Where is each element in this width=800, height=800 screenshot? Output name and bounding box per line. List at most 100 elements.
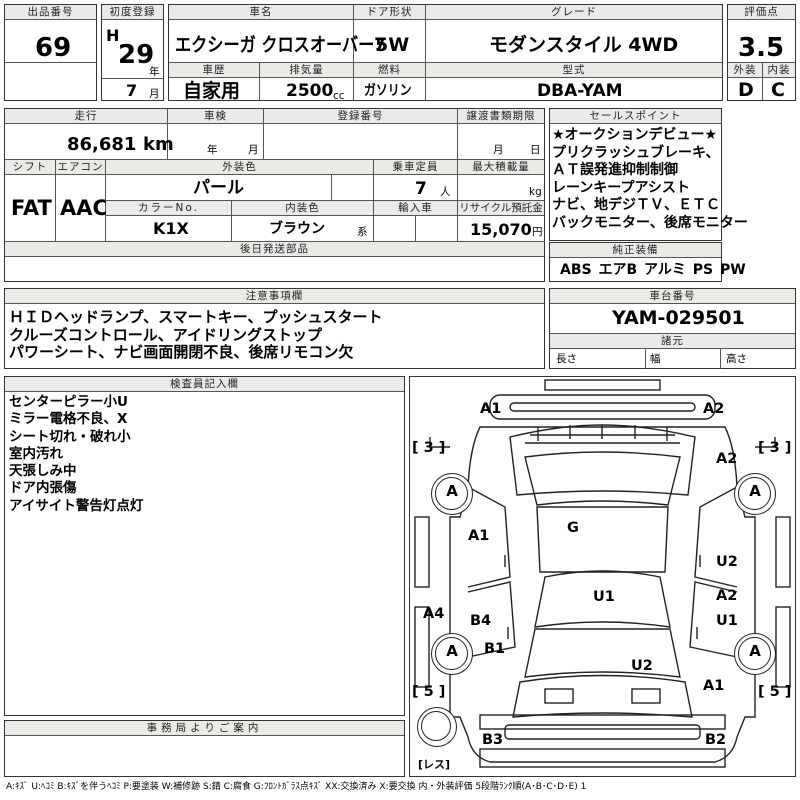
aircon-label: エアコン bbox=[55, 160, 105, 175]
note-line: パワーシート、ナビ画面開閉不良、後席リモコン欠 bbox=[9, 343, 354, 362]
equipment-item: エアB bbox=[598, 262, 638, 278]
inspector-line: 天張しみ中 bbox=[9, 463, 77, 480]
tire-rear-right: A bbox=[734, 633, 776, 675]
grade-value: モダンスタイル 4WD bbox=[489, 34, 679, 56]
inspector-line: シート切れ・破れ小 bbox=[9, 428, 131, 445]
era-value: H bbox=[106, 26, 120, 45]
car-outline-icon bbox=[414, 379, 791, 768]
capacity-value: 7 bbox=[415, 179, 427, 199]
lot-number-box: 出品番号 69 bbox=[4, 4, 97, 101]
damage-label: G bbox=[567, 520, 579, 536]
displacement-label: 排気量 bbox=[259, 63, 353, 78]
model-label: 型式 bbox=[425, 63, 722, 78]
car-diagram: [ 3 ] [ 3 ] [ 5 ] [ 5 ] A A A A [レス] A1 … bbox=[409, 376, 796, 777]
damage-label: B1 bbox=[484, 641, 506, 657]
reg-year-unit: 年 bbox=[149, 66, 160, 78]
recycle-value: 15,070 bbox=[470, 220, 532, 239]
model-value: DBA-YAM bbox=[537, 81, 623, 101]
lot-number-value: 69 bbox=[35, 33, 72, 63]
shift-value: FAT bbox=[11, 196, 52, 220]
sales-point-line: レーンキープアシスト bbox=[552, 179, 690, 196]
recycle-unit: 円 bbox=[532, 226, 543, 238]
damage-label: U1 bbox=[716, 613, 738, 629]
bracket-label: [ 3 ] bbox=[758, 440, 792, 456]
inspector-label: 検査員記入欄 bbox=[5, 377, 404, 392]
legend-text: A:ｷｽﾞ U:ﾍｺﾐ B:ｷｽﾞを伴うﾍｺﾐ P:要塗装 W:補修跡 S:錆 … bbox=[6, 782, 587, 792]
spare-tire-label: [レス] bbox=[418, 758, 451, 771]
damage-label: U2 bbox=[716, 554, 738, 570]
sales-point-line: ★オークションデビュー★ bbox=[552, 127, 718, 143]
exterior-value: D bbox=[738, 79, 754, 101]
exterior-label: 外装 bbox=[728, 63, 762, 78]
mileage-value: 86,681 bbox=[67, 134, 137, 155]
details-box: 走行 車検 登録番号 譲渡書類期限 86,681 km 年 月 月 日 シフト … bbox=[4, 108, 545, 282]
damage-label: A1 bbox=[703, 678, 725, 694]
sales-point-line: バックモニター、後席モニター bbox=[552, 214, 748, 231]
transfer-day-unit: 日 bbox=[530, 144, 541, 156]
office-box: 事務局よりご案内 bbox=[4, 720, 405, 777]
reg-number-label: 登録番号 bbox=[263, 109, 457, 124]
vehicle-info-box: 車名 ドア形状 グレード エクシーガ クロスオーバー7 5W モダンスタイル 4… bbox=[168, 4, 723, 101]
damage-label: A2 bbox=[716, 588, 738, 604]
recycle-label: リサイクル預託金 bbox=[457, 201, 544, 216]
equipment-item: アルミ bbox=[644, 262, 686, 278]
sales-point-line: ＡＴ誤発進抑制制御 bbox=[552, 162, 678, 179]
car-name-label: 車名 bbox=[169, 5, 353, 20]
ext-color-label: 外装色 bbox=[105, 160, 373, 175]
capacity-unit: 人 bbox=[440, 186, 451, 198]
first-registration-label: 初度登録 bbox=[102, 5, 163, 20]
tire-front-left: A bbox=[431, 473, 473, 515]
transfer-month-unit: 月 bbox=[493, 144, 504, 156]
equipment-box: 純正装備 ABS エアB アルミ PS PW bbox=[549, 242, 746, 282]
interior-value: C bbox=[771, 79, 785, 101]
ext-color-value: パール bbox=[193, 178, 244, 198]
office-label: 事務局よりご案内 bbox=[5, 721, 404, 736]
door-type-label: ドア形状 bbox=[353, 5, 425, 20]
sales-point-line: ナビ、地デジＴＶ、ＥＴＣ bbox=[552, 197, 720, 214]
equipment-item: PS bbox=[692, 262, 714, 278]
sales-point-line: プリクラッシュブレーキ、 bbox=[552, 144, 720, 161]
spare-tire-icon bbox=[417, 707, 457, 747]
bracket-label: [ 5 ] bbox=[412, 684, 446, 700]
fuel-label: 燃料 bbox=[353, 63, 425, 78]
max-load-label: 最大積載量 bbox=[457, 160, 544, 175]
score-label: 評価点 bbox=[728, 5, 795, 20]
transfer-doc-label: 譲渡書類期限 bbox=[457, 109, 544, 124]
inspector-box: 検査員記入欄 センターピラー小U ミラー電格不良、X シート切れ・破れ小 室内汚… bbox=[4, 376, 405, 716]
inspector-notes: センターピラー小U ミラー電格不良、X シート切れ・破れ小 室内汚れ 天張しみ中… bbox=[9, 394, 143, 515]
spec-length-label: 長さ bbox=[556, 353, 577, 365]
door-type-value: 5W bbox=[375, 34, 410, 56]
damage-label: B2 bbox=[705, 732, 727, 748]
inspection-label: 車検 bbox=[167, 109, 263, 124]
mileage-label: 走行 bbox=[5, 109, 167, 124]
reg-month-unit: 月 bbox=[149, 88, 160, 100]
notes-list: ＨＩＤヘッドランプ、スマートキー、プッシュスタート クルーズコントロール、アイド… bbox=[9, 308, 383, 362]
equipment-item: ABS bbox=[560, 262, 592, 278]
score-box: 評価点 3.5 外装 内装 D C bbox=[727, 4, 796, 101]
damage-label: A4 bbox=[423, 606, 445, 622]
chassis-box: 車台番号 YAM-029501 諸元 長さ 幅 高さ bbox=[549, 288, 796, 369]
interior-label: 内装 bbox=[762, 63, 795, 78]
spec-height-label: 高さ bbox=[726, 353, 747, 365]
first-registration-box: 初度登録 H 29 年 7 月 bbox=[101, 4, 164, 101]
chassis-value: YAM-029501 bbox=[612, 307, 745, 329]
bracket-label: [ 3 ] bbox=[412, 440, 446, 456]
displacement-unit: cc bbox=[333, 90, 345, 102]
bracket-label: [ 5 ] bbox=[758, 684, 792, 700]
displacement-value: 2500 bbox=[286, 81, 334, 101]
note-line: ＨＩＤヘッドランプ、スマートキー、プッシュスタート bbox=[9, 308, 383, 326]
inspector-line: ミラー電格不良、X bbox=[9, 411, 128, 428]
color-no-label: カラーNo. bbox=[106, 201, 231, 216]
int-color-label: 内装色 bbox=[231, 201, 373, 216]
inspector-line: ドア内張傷 bbox=[9, 480, 77, 497]
equipment-label: 純正装備 bbox=[550, 243, 721, 258]
damage-label: U2 bbox=[631, 658, 653, 674]
sales-points-list: ★オークションデビュー★ プリクラッシュブレーキ、 ＡＴ誤発進抑制制御 レーンキ… bbox=[552, 127, 748, 233]
capacity-label: 乗車定員 bbox=[373, 160, 457, 175]
grade-label: グレード bbox=[425, 5, 722, 20]
reg-year-value: 29 bbox=[118, 40, 155, 70]
equipment-list: ABS エアB アルミ PS PW bbox=[560, 263, 746, 277]
score-value: 3.5 bbox=[738, 33, 785, 63]
car-name-value: エクシーガ クロスオーバー7 bbox=[175, 34, 386, 56]
inspection-month-unit: 月 bbox=[248, 144, 259, 156]
